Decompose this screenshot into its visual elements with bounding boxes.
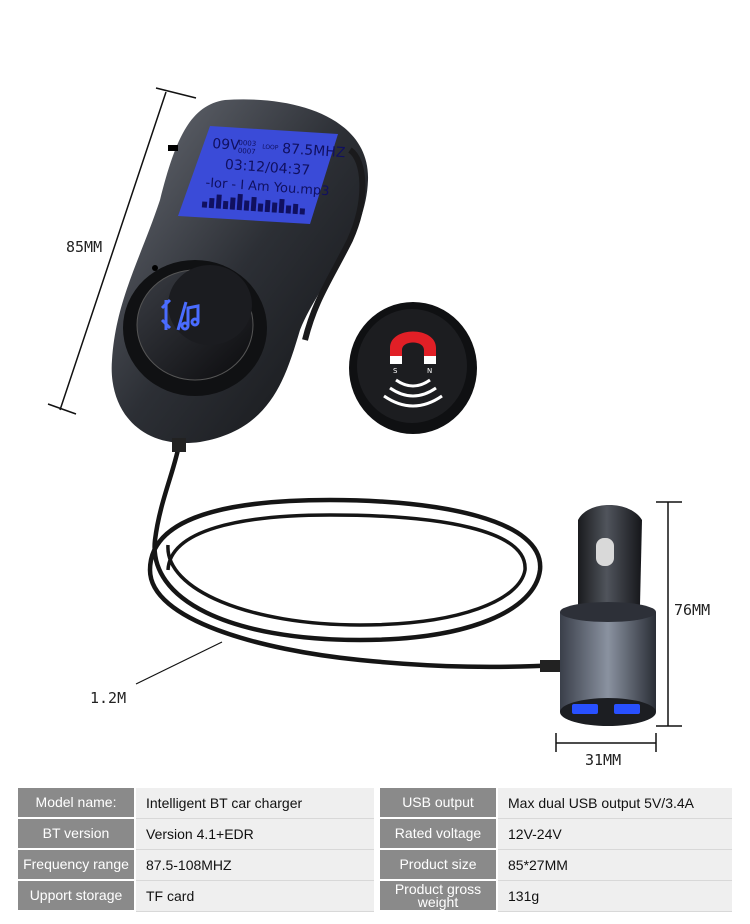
lcd-screen: 09V 0003 0007 LOOP 87.5MHZ 03:12/04:37 -…: [178, 126, 346, 224]
charger-height-dimension: 76MM: [656, 501, 710, 727]
cable-length-label: 1.2M: [90, 689, 126, 707]
svg-text:S: S: [393, 367, 398, 375]
svg-text:N: N: [427, 367, 432, 375]
magnet-icon: S N: [383, 331, 443, 408]
spec-label: Product size: [380, 850, 498, 881]
usb-port-icon: [572, 704, 640, 714]
spec-label: USB output: [380, 788, 498, 819]
lcd-frequency: 87.5MHZ: [282, 141, 346, 161]
spec-value: 131g: [498, 881, 732, 912]
spec-value: TF card: [136, 881, 374, 912]
car-charger: [540, 505, 656, 726]
product-illustration: 85MM 1.2M 09V 0003 0007 LOOP 87.5MHZ 03:…: [47, 87, 710, 769]
lcd-equalizer: [201, 193, 305, 215]
spec-row: Upport storage TF card Product gross wei…: [18, 881, 734, 912]
bluetooth-music-icon: [160, 298, 200, 331]
spec-label: Upport storage: [18, 881, 136, 912]
lcd-mode: LOOP: [262, 144, 279, 152]
lcd-track-bottom: 0007: [238, 147, 256, 156]
spec-table: Model name: Intelligent BT car charger U…: [18, 788, 734, 912]
spec-row: Model name: Intelligent BT car charger U…: [18, 788, 734, 819]
spec-label: Frequency range: [18, 850, 136, 881]
fm-transmitter: 09V 0003 0007 LOOP 87.5MHZ 03:12/04:37 -…: [111, 99, 369, 452]
magnet-mount: S N: [349, 302, 477, 434]
lcd-track-top: 0003: [238, 139, 256, 148]
spec-value: Intelligent BT car charger: [136, 788, 374, 819]
height-label: 85MM: [66, 238, 102, 256]
charger-width-label: 31MM: [585, 751, 621, 769]
lcd-voltage: 09V: [212, 136, 241, 154]
spec-value: 85*27MM: [498, 850, 732, 881]
spec-row: BT version Version 4.1+EDR Rated voltage…: [18, 819, 734, 850]
spec-value: Max dual USB output 5V/3.4A: [498, 788, 732, 819]
height-dimension: 85MM: [47, 87, 197, 415]
spec-label: BT version: [18, 819, 136, 850]
lcd-time: 03:12/04:37: [224, 157, 310, 179]
charger-height-label: 76MM: [674, 601, 710, 619]
spec-label: Product gross weight: [380, 881, 498, 912]
spec-label: Rated voltage: [380, 819, 498, 850]
spec-value: 12V-24V: [498, 819, 732, 850]
spec-label: Model name:: [18, 788, 136, 819]
spec-value: Version 4.1+EDR: [136, 819, 374, 850]
cable: [147, 439, 561, 670]
spec-value: 87.5-108MHZ: [136, 850, 374, 881]
spec-row: Frequency range 87.5-108MHZ Product size…: [18, 850, 734, 881]
charger-width-dimension: 31MM: [555, 733, 657, 769]
